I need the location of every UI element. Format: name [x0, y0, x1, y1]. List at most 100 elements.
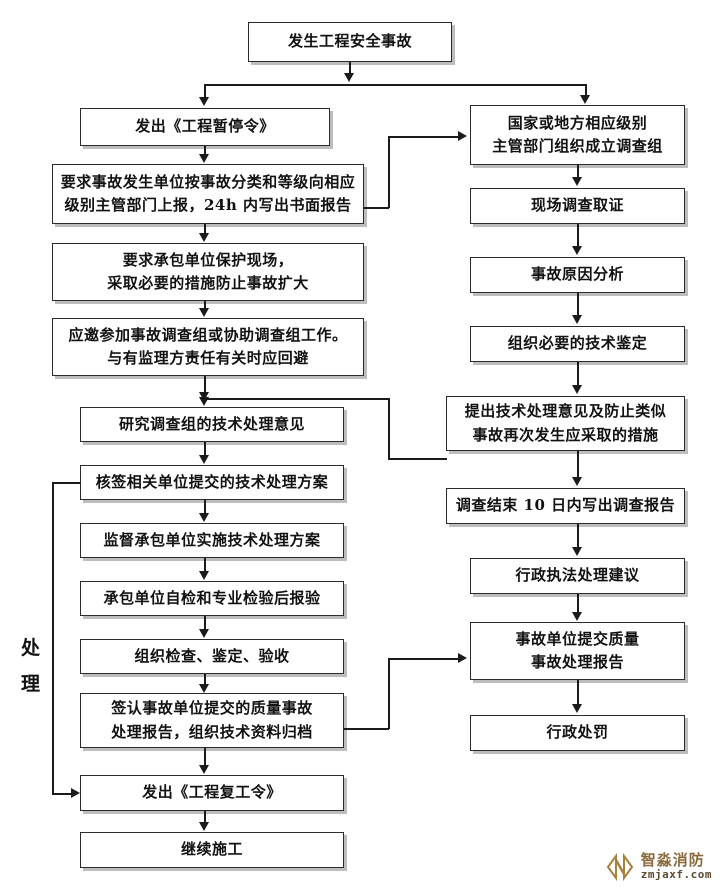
node-incident-label: 发生工程安全事故: [287, 32, 412, 51]
node-incident: 发生工程安全事故: [248, 22, 452, 62]
connector-sign-to-unitreport-v: [388, 658, 390, 729]
node-supervise-impl-label: 监督承包单位实施技术处理方案: [103, 530, 321, 549]
connector-study-to-countersign: [204, 442, 206, 456]
node-resume-order: 发出《工程复工令》: [80, 775, 344, 811]
node-report-request-label: 要求事故发生单位按事故分类和等级向相应 级别主管部门上报，24h 内写出书面报告: [60, 172, 356, 214]
connector-organize-to-sign: [204, 674, 206, 685]
connector-report-to-group-v: [388, 136, 390, 208]
connector-report-to-protect: [204, 224, 206, 234]
arrowhead-propose-to-study: [199, 392, 209, 401]
connector-self-to-organize: [204, 616, 206, 630]
node-countersign-plan: 核签相关单位提交的技术处理方案: [80, 465, 344, 500]
arrowhead-join-to-study: [199, 397, 209, 406]
arrowhead-cause-to-appraisal: [572, 315, 582, 324]
arrowhead-protect-to-join: [199, 308, 209, 317]
connector-incident-down: [349, 62, 351, 74]
node-admin-penalty-label: 行政处罚: [546, 723, 609, 742]
connector-split-bus: [204, 84, 586, 86]
arrowhead-report-to-group: [458, 131, 467, 141]
arrowhead-unitreport-to-penalty: [572, 704, 582, 713]
node-self-inspection: 承包单位自检和专业检验后报验: [80, 581, 344, 616]
connector-split-left: [204, 84, 206, 98]
process-side-label: 处理: [20, 637, 41, 696]
node-site-investigation: 现场调查取证: [470, 188, 685, 224]
arrowhead-feedback-into-resume: [71, 788, 80, 798]
arrowhead-enforcement-to-unitreport: [572, 612, 582, 621]
arrowhead-propose-to-invreport: [572, 477, 582, 486]
node-suspend-order: 发出《工程暂停令》: [80, 108, 330, 146]
arrowhead-countersign-to-supervise: [199, 513, 209, 522]
node-enforcement-advice-label: 行政执法处理建议: [515, 566, 640, 585]
node-unit-submit-report-label: 事故单位提交质量 事故处理报告: [515, 629, 640, 671]
arrowhead-split-right: [580, 95, 590, 104]
node-join-group: 应邀参加事故调查组或协助调查组工作。 与有监理方责任有关时应回避: [52, 318, 364, 376]
node-admin-penalty: 行政处罚: [470, 715, 685, 751]
arrowhead-self-to-organize: [199, 629, 209, 638]
arrowhead-appraisal-to-propose: [572, 385, 582, 394]
node-cause-analysis: 事故原因分析: [470, 257, 685, 293]
arrowhead-group-to-site: [572, 177, 582, 186]
connector-propose-to-study-h2: [206, 398, 389, 400]
connector-sign-to-unitreport-h2: [388, 658, 458, 660]
arrowhead-incident-down: [344, 73, 354, 82]
arrowhead-study-to-countersign: [199, 455, 209, 464]
connector-enforcement-to-unitreport: [577, 594, 579, 613]
connector-join-to-study: [204, 376, 206, 398]
connector-propose-to-study-h1: [388, 458, 447, 460]
node-establish-group: 国家或地方相应级别 主管部门组织成立调查组: [470, 105, 685, 165]
node-resume-order-label: 发出《工程复工令》: [142, 783, 282, 802]
connector-protect-to-join: [204, 301, 206, 309]
brand-logo-icon: [605, 852, 635, 882]
arrowhead-report-to-protect: [199, 233, 209, 242]
connector-feedback-bottom: [52, 793, 72, 795]
node-propose-measures-label: 提出技术处理意见及防止类似 事故再次发生应采取的措施: [464, 402, 667, 444]
node-propose-measures: 提出技术处理意见及防止类似 事故再次发生应采取的措施: [446, 396, 685, 451]
connector-invreport-to-enforcement: [577, 524, 579, 548]
watermark-brand: 智淼消防: [640, 851, 705, 870]
node-countersign-plan-label: 核签相关单位提交的技术处理方案: [95, 472, 329, 491]
arrowhead-supervise-to-self: [199, 571, 209, 580]
node-suspend-order-label: 发出《工程暂停令》: [135, 117, 275, 136]
node-join-group-label: 应邀参加事故调查组或协助调查组工作。 与有监理方责任有关时应回避: [68, 325, 348, 367]
connector-appraisal-to-propose: [577, 362, 579, 386]
arrowhead-invreport-to-enforcement: [572, 547, 582, 556]
node-organize-accept-label: 组织检查、鉴定、验收: [134, 646, 290, 665]
arrowhead-suspend-to-report: [199, 154, 209, 163]
connector-supervise-to-self: [204, 558, 206, 572]
arrowhead-organize-to-sign: [199, 684, 209, 693]
connector-site-to-cause: [577, 224, 579, 247]
connector-group-to-site: [577, 165, 579, 178]
node-establish-group-label: 国家或地方相应级别 主管部门组织成立调查组: [492, 113, 663, 155]
node-cause-analysis-label: 事故原因分析: [530, 265, 624, 284]
connector-split-right: [585, 84, 587, 96]
node-unit-submit-report: 事故单位提交质量 事故处理报告: [470, 622, 685, 680]
watermark-text: 智淼消防 zmjaxf.com: [640, 851, 712, 882]
node-report-request: 要求事故发生单位按事故分类和等级向相应 级别主管部门上报，24h 内写出书面报告: [52, 164, 364, 224]
node-continue-work: 继续施工: [80, 832, 344, 868]
node-sign-report-label: 签认事故单位提交的质量事故 处理报告，组织技术资料归档: [111, 699, 313, 741]
node-investigation-report: 调查结束 10 日内写出调查报告: [446, 488, 685, 524]
connector-report-to-group-h2: [388, 136, 458, 138]
node-continue-work-label: 继续施工: [180, 840, 243, 859]
node-sign-report: 签认事故单位提交的质量事故 处理报告，组织技术资料归档: [80, 693, 344, 748]
arrowhead-sign-to-resume: [199, 765, 209, 774]
node-tech-appraisal-label: 组织必要的技术鉴定: [507, 334, 648, 353]
connector-suspend-to-report: [204, 146, 206, 155]
node-study-opinion: 研究调查组的技术处理意见: [80, 407, 344, 442]
connector-unitreport-to-penalty: [577, 680, 579, 705]
node-tech-appraisal: 组织必要的技术鉴定: [470, 326, 685, 362]
connector-feedback-top: [52, 482, 81, 484]
node-study-opinion-label: 研究调查组的技术处理意见: [118, 414, 305, 433]
watermark-url: zmjaxf.com: [640, 868, 712, 882]
node-self-inspection-label: 承包单位自检和专业检验后报验: [103, 588, 321, 607]
watermark: 智淼消防 zmjaxf.com: [605, 852, 712, 882]
arrowhead-sign-to-unitreport: [458, 653, 467, 663]
connector-sign-to-unitreport-h1: [344, 728, 389, 730]
node-protect-site-label: 要求承包单位保护现场， 采取必要的措施防止事故扩大: [107, 250, 309, 292]
node-organize-accept: 组织检查、鉴定、验收: [80, 639, 344, 674]
node-enforcement-advice: 行政执法处理建议: [470, 558, 685, 594]
connector-sign-to-resume: [204, 748, 206, 766]
connector-countersign-to-supervise: [204, 500, 206, 514]
connector-feedback-vertical: [52, 482, 54, 793]
